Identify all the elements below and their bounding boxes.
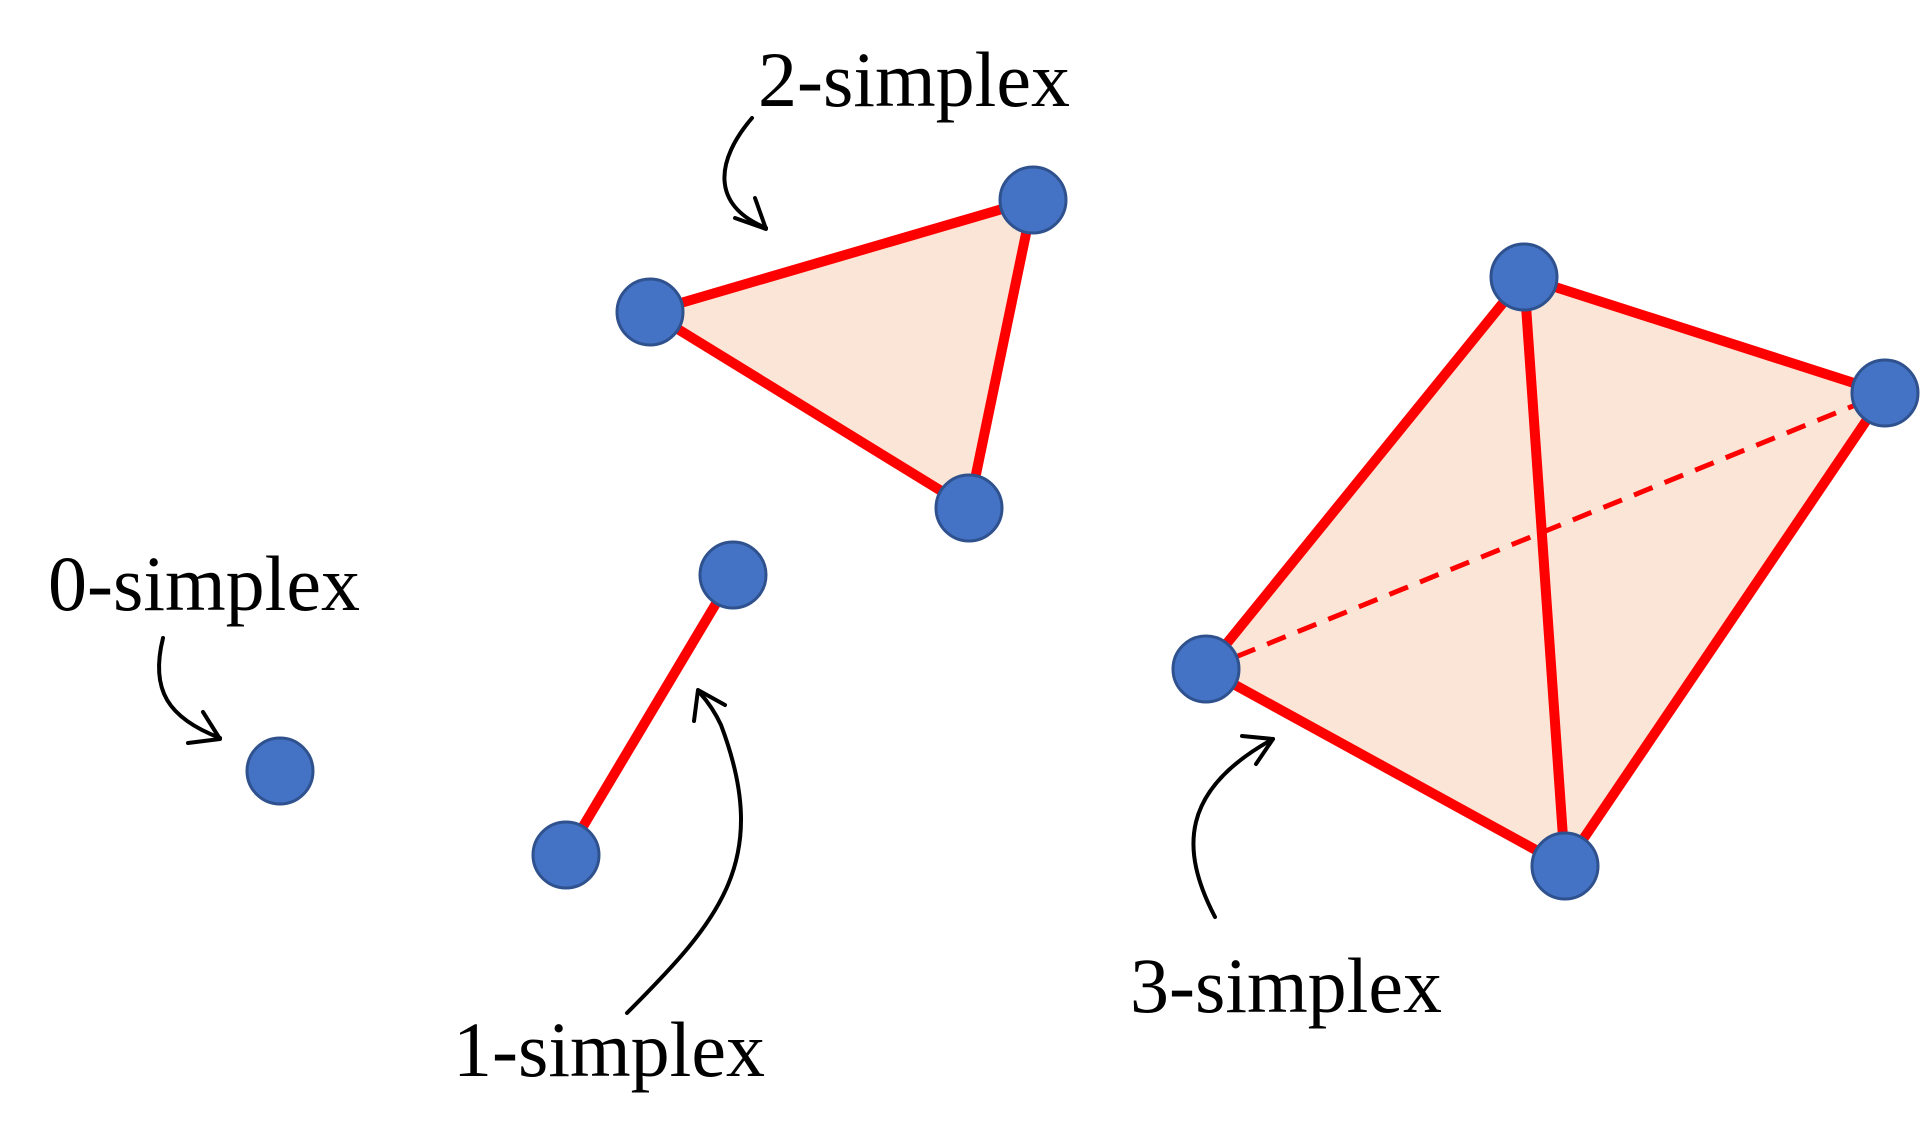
three-simplex: [1171, 242, 1920, 901]
label-zero-simplex: 0-simplex: [48, 540, 360, 627]
label-one-simplex: 1-simplex: [453, 1006, 765, 1093]
one-simplex-vertex: [698, 540, 768, 610]
two-simplex-vertex: [934, 473, 1004, 543]
two-simplex-edge: [645, 195, 1038, 317]
one-simplex-edge: [561, 570, 738, 860]
two-simplex-face: [650, 200, 1033, 508]
three-simplex-arrow: [1191, 734, 1275, 919]
zero-simplex-vertex: [245, 736, 315, 806]
three-simplex-vertex: [1171, 634, 1241, 704]
three-simplex-vertex: [1530, 831, 1600, 901]
label-three-simplex: 3-simplex: [1130, 942, 1442, 1029]
three-simplex-vertex: [1850, 358, 1920, 428]
two-simplex-edge: [964, 195, 1038, 513]
one-simplex-arrow: [625, 688, 743, 1015]
two-simplex-vertex: [998, 165, 1068, 235]
one-simplex-vertex: [531, 820, 601, 890]
three-simplex-edge: [1201, 664, 1570, 871]
three-simplex-edge: [1519, 272, 1570, 871]
two-simplex-edge: [645, 307, 974, 513]
three-simplex-edge: [1519, 272, 1890, 398]
two-simplex: [615, 165, 1068, 543]
three-simplex-vertex: [1489, 242, 1559, 312]
label-two-simplex: 2-simplex: [758, 36, 1070, 123]
three-simplex-edge: [1201, 272, 1529, 674]
one-simplex: [531, 540, 768, 890]
zero-simplex-arrow: [157, 636, 222, 745]
zero-simplex: [245, 736, 315, 806]
two-simplex-arrow: [722, 116, 768, 231]
three-simplex-edge: [1560, 388, 1890, 871]
two-simplex-vertex: [615, 277, 685, 347]
